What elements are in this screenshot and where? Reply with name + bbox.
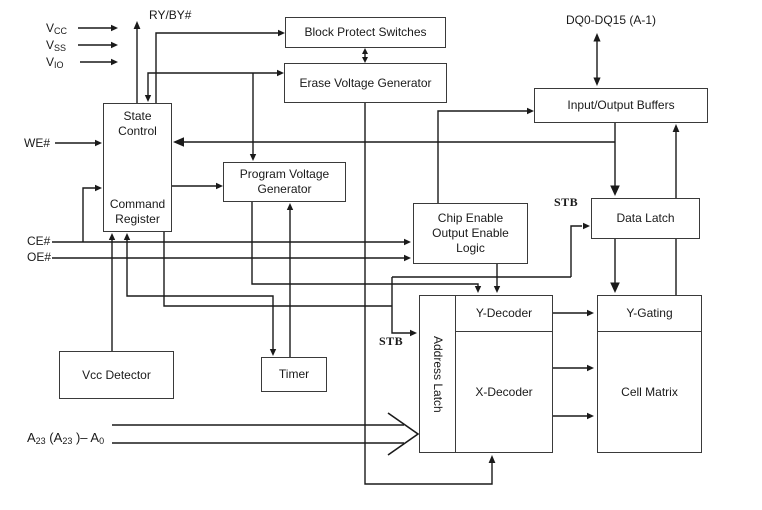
program-voltage-generator-box: Program Voltage Generator [223,162,346,202]
oe-label: OE# [27,250,52,264]
dq-bus-label: DQ0-DQ15 (A-1) [566,13,657,27]
gating-matrix-block: Y-Gating Cell Matrix [597,295,702,453]
address-decoder-block: Address Latch Y-Decoder X-Decoder [419,295,553,453]
stb-address-latch-label: STB [379,334,404,348]
ry-by-label: RY/BY# [149,8,192,22]
vio-label: VIO [46,55,64,70]
vcc-label: VCC [46,21,68,36]
address-latch-label: Address Latch [420,296,456,452]
state-control-label: State Control [118,109,157,138]
chip-enable-output-enable-logic-box: Chip Enable Output Enable Logic [413,203,528,264]
arrowheads [95,21,680,463]
y-decoder-label: Y-Decoder [456,296,552,332]
stb-data-latch-label: STB [554,195,579,209]
vss-label: VSS [46,38,67,53]
wires [52,27,677,485]
ce-label: CE# [27,234,51,248]
timer-box: Timer [261,357,327,392]
block-protect-switches-box: Block Protect Switches [285,17,446,48]
vcc-detector-box: Vcc Detector [59,351,174,399]
address-bus-label: A23 (A23 )– A0 [27,430,105,446]
we-label: WE# [24,136,51,150]
state-control-command-register-box: State Control Command Register [103,103,172,232]
x-decoder-label: X-Decoder [475,384,533,399]
io-buffers-box: Input/Output Buffers [534,88,708,123]
cell-matrix-label: Cell Matrix [621,384,678,399]
erase-voltage-generator-box: Erase Voltage Generator [284,63,447,103]
chip-enable-output-enable-logic-label: Chip Enable Output Enable Logic [432,211,509,255]
data-latch-box: Data Latch [591,198,700,239]
y-gating-label: Y-Gating [598,296,701,332]
command-register-label: Command Register [109,197,166,226]
